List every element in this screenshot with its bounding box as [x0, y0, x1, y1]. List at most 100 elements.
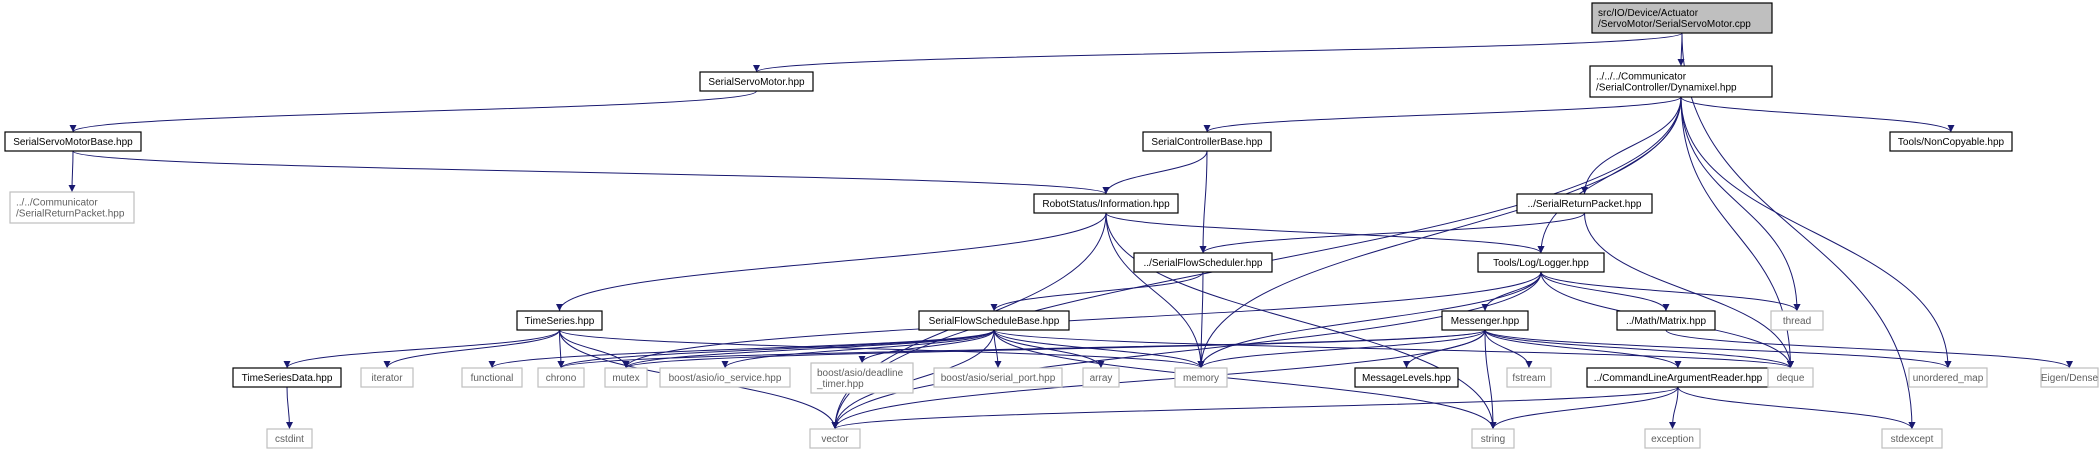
- edge-timeseries-to-memory: [559, 329, 1205, 369]
- edge-returnpacket-to-flowscheduler: [1199, 212, 1585, 254]
- node-box: [1142, 131, 1272, 152]
- edge-messenger-to-mutex: [622, 329, 1486, 369]
- node-box: [1133, 252, 1273, 273]
- node-dynamixel[interactable]: ../../../Communicator/SerialController/D…: [1589, 65, 1773, 98]
- edge-robotstatus-to-string: [1105, 212, 1497, 430]
- edge-servobase-to-returnpacket_ext: [68, 150, 76, 193]
- node-label: Messenger.hpp: [1451, 316, 1520, 327]
- node-array: array: [1082, 367, 1120, 388]
- node-box: [360, 367, 414, 388]
- node-box: [2040, 367, 2099, 388]
- node-cmdreader[interactable]: ../CommandLineArgumentReader.hpp: [1586, 367, 1770, 388]
- node-label: RobotStatus/Information.hpp: [1042, 199, 1170, 210]
- node-label: fstream: [1512, 373, 1545, 384]
- node-mutex: mutex: [604, 367, 648, 388]
- edge-dynamixel-to-thread: [1680, 96, 1801, 312]
- node-label: ../SerialReturnPacket.hpp: [1528, 199, 1642, 210]
- edge-cmdreader-to-exception: [1669, 386, 1679, 430]
- node-timeseries[interactable]: TimeSeries.hpp: [516, 310, 603, 331]
- edge-robotstatus-to-logger: [1105, 212, 1545, 254]
- node-label: SerialServoMotorBase.hpp: [13, 137, 133, 148]
- edge-messenger-to-cmdreader: [1484, 329, 1682, 369]
- node-box: [933, 367, 1063, 388]
- edge-logger-to-matrix: [1540, 271, 1670, 312]
- node-box: [1889, 131, 2013, 152]
- edge-logger-to-mutex: [622, 271, 1542, 369]
- node-box: [1477, 252, 1605, 273]
- edge-flowscheduler-to-flowbase: [990, 271, 1204, 312]
- edge-dynamixel-to-noncopyable: [1680, 96, 1955, 133]
- edge-flowbase-to-serialport: [993, 329, 1002, 369]
- node-servobase[interactable]: SerialServoMotorBase.hpp: [4, 131, 142, 152]
- node-string: string: [1471, 428, 1515, 449]
- edge-flowbase-to-ioservice: [721, 329, 995, 369]
- node-box: [1908, 367, 1988, 388]
- node-matrix[interactable]: ../Math/Matrix.hpp: [1616, 310, 1716, 331]
- node-label: thread: [1783, 316, 1811, 327]
- node-box: [461, 367, 523, 388]
- node-noncopyable[interactable]: Tools/NonCopyable.hpp: [1889, 131, 2013, 152]
- node-deadline: boost/asio/deadline_timer.hpp: [810, 362, 914, 394]
- node-label: deque: [1777, 373, 1805, 384]
- node-box: [537, 367, 585, 388]
- node-box: [1591, 2, 1773, 34]
- node-label: iterator: [371, 373, 403, 384]
- node-label: unordered_map: [1913, 373, 1984, 384]
- node-serialservomotor[interactable]: SerialServoMotor.hpp: [699, 71, 814, 92]
- node-deque: deque: [1767, 367, 1814, 388]
- node-label: Tools/Log/Logger.hpp: [1493, 258, 1589, 269]
- node-box: [4, 131, 142, 152]
- edge-logger-to-thread: [1540, 271, 1801, 312]
- edge-dynamixel-to-memory: [1197, 96, 1682, 369]
- edge-root-to-serialservomotor: [753, 32, 1683, 73]
- edge-serialservomotor-to-servobase: [69, 90, 757, 133]
- edge-flowbase-to-deadline: [858, 329, 995, 364]
- node-returnpacket[interactable]: ../SerialReturnPacket.hpp: [1516, 193, 1653, 214]
- node-tsdata[interactable]: TimeSeriesData.hpp: [232, 367, 342, 388]
- node-label: SerialServoMotor.hpp: [708, 77, 805, 88]
- node-box: [1881, 428, 1943, 449]
- node-chrono: chrono: [537, 367, 585, 388]
- node-label: boost/asio/serial_port.hpp: [941, 373, 1056, 384]
- node-box: [1770, 310, 1824, 331]
- node-flowbase[interactable]: SerialFlowScheduleBase.hpp: [918, 310, 1070, 331]
- node-root[interactable]: src/IO/Device/Actuator/ServoMotor/Serial…: [1591, 2, 1773, 34]
- node-functional: functional: [461, 367, 523, 388]
- node-flowscheduler[interactable]: ../SerialFlowScheduler.hpp: [1133, 252, 1273, 273]
- edge-servobase-to-robotstatus: [72, 150, 1110, 195]
- node-messenger[interactable]: Messenger.hpp: [1441, 310, 1529, 331]
- node-box: [1033, 193, 1179, 214]
- edge-cmdreader-to-stdexcept: [1677, 386, 1916, 430]
- edge-matrix-to-eigen: [1665, 329, 2073, 369]
- edge-dynamixel-to-unordered_map: [1680, 96, 1952, 369]
- node-box: [659, 367, 791, 388]
- node-label: boost/asio/io_service.hpp: [669, 373, 782, 384]
- edge-messenger-to-unordered_map: [1484, 329, 1952, 369]
- node-memory: memory: [1174, 367, 1228, 388]
- edge-flowbase-to-mutex: [622, 329, 995, 369]
- edge-messenger-to-fstream: [1484, 329, 1533, 369]
- edge-timeseries-to-iterator: [383, 329, 560, 369]
- node-box: [1354, 367, 1459, 388]
- node-vector: vector: [809, 428, 861, 449]
- edge-robotstatus-to-memory: [1105, 212, 1205, 369]
- node-robotstatus[interactable]: RobotStatus/Information.hpp: [1033, 193, 1179, 214]
- node-box: [809, 428, 861, 449]
- edge-flowbase-to-vector: [831, 329, 995, 430]
- node-thread: thread: [1770, 310, 1824, 331]
- node-msglevels[interactable]: MessageLevels.hpp: [1354, 367, 1459, 388]
- node-logger[interactable]: Tools/Log/Logger.hpp: [1477, 252, 1605, 273]
- node-box: [604, 367, 648, 388]
- node-label: src/IO/Device/Actuator: [1598, 8, 1699, 19]
- node-box: [1616, 310, 1716, 331]
- node-stdexcept: stdexcept: [1881, 428, 1943, 449]
- node-returnpacket-ext: ../../Communicator/SerialReturnPacket.hp…: [9, 191, 135, 224]
- edge-flowbase-to-functional: [488, 329, 995, 369]
- node-box: [1506, 367, 1552, 388]
- node-label: memory: [1183, 373, 1219, 384]
- node-label: exception: [1651, 434, 1694, 445]
- node-box: [1471, 428, 1515, 449]
- node-box: [1516, 193, 1653, 214]
- node-controllerbase[interactable]: SerialControllerBase.hpp: [1142, 131, 1272, 152]
- node-label: /SerialReturnPacket.hpp: [16, 209, 125, 220]
